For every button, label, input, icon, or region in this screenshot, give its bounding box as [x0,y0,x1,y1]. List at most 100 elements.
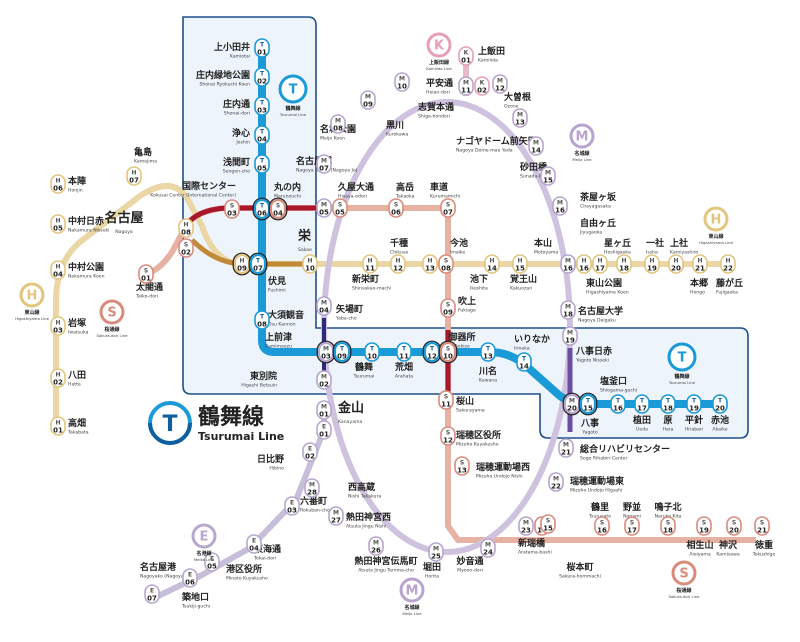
badge-gokiso-S10[interactable]: S10 [438,340,458,364]
badge-kawana-T13[interactable]: T13 [480,342,496,362]
badge-arahata-T11[interactable]: T11 [396,342,412,362]
badge-sakurayama-S11[interactable]: S11 [438,390,454,410]
badge-minato_kuyakusho-E05[interactable]: E05 [204,552,220,572]
badge-hisaya_odori-M05[interactable]: M05 [316,198,332,218]
badge-takabata-H01[interactable]: H01 [50,416,66,436]
badge-nakamura_koen-H04[interactable]: H04 [50,260,66,280]
badge-imaike-S08[interactable]: S08 [438,254,454,274]
badge-nonami-S17[interactable]: S17 [624,516,640,536]
badge-sogo_rehab-M21[interactable]: M21 [558,438,574,458]
badge-nagoya-H08[interactable]: H08 [178,218,194,238]
svg-text:21: 21 [561,449,571,457]
badge-tsurusato-S16[interactable]: S16 [594,516,610,536]
badge-iwatsuka-H03[interactable]: H03 [50,316,66,336]
badge-ozone-M12[interactable]: M12 [492,74,508,94]
badge-jingu_nishi2-M27[interactable]: M27 [328,506,344,526]
badge-shiyakusho-M08[interactable]: M08 [330,114,346,134]
badge-chayagasaka-M15[interactable]: M15 [540,166,556,186]
badge-kamejima-H07[interactable]: H07 [126,166,142,186]
badge-nagoyako-E07[interactable]: E07 [144,584,160,604]
badge-fushimi-T07[interactable]: T07 [248,252,268,276]
badge-fushimi-H09[interactable]: H09 [232,252,252,276]
badge-narumiko-S18[interactable]: S18 [660,516,676,536]
badge-horita-M25[interactable]: M25 [428,542,444,562]
badge-sengen_cho-T05[interactable]: T05 [254,154,270,174]
badge-kamiiida-K01[interactable]: K01 [458,46,474,66]
badge-myoon_dori-M24[interactable]: M24 [480,538,496,558]
badge-kamimaezu-M03[interactable]: M03 [316,340,336,364]
badge-honjin-H06[interactable]: H06 [50,174,66,194]
badge-ikeshita-H14[interactable]: H14 [484,254,500,274]
badge-irinaka-T14[interactable]: T14 [516,352,532,372]
badge-nagoya_dome-M13[interactable]: M13 [512,108,528,128]
badge-fukiage-S09[interactable]: S09 [440,298,456,318]
badge-nakamura_nisseki-H05[interactable]: H05 [50,214,66,234]
badge-kanayama-E01[interactable]: E01 [316,420,332,440]
badge-motoyama-H16[interactable]: H16 [576,254,592,274]
badge-yagoto_nisseki-M19[interactable]: M19 [562,326,578,346]
badge-taiko_dori-S01[interactable]: S01 [138,264,154,284]
badge-tsukiji_guchi-E06[interactable]: E06 [182,568,198,588]
badge-yabacho-M04[interactable]: M04 [316,296,332,316]
badge-motoyama-M16[interactable]: M16 [560,254,576,274]
badge-higashiyama_koen-H17[interactable]: H17 [592,254,608,274]
badge-marunouchi-T06[interactable]: T06 [252,197,272,221]
badge-mizuho_undojo_higashi-M22[interactable]: M22 [548,472,564,492]
badge-kamiyashiro-H20[interactable]: H20 [668,254,684,274]
badge-yagoto-M20[interactable]: M20 [562,392,582,416]
badge-rokuban_cho-E03[interactable]: E03 [284,496,300,516]
badge-shonai_dori-T03[interactable]: T03 [254,96,270,116]
badge-kamimaezu-T09[interactable]: T09 [332,340,352,364]
badge-kurokawa-M09[interactable]: M09 [360,90,376,110]
badge-marunouchi-S04[interactable]: S04 [268,197,288,221]
badge-issha-H19[interactable]: H19 [644,254,660,274]
badge-nagoya_jo-M07[interactable]: M07 [316,154,332,174]
badge-nagoya_daigaku-M18[interactable]: M18 [560,300,576,320]
badge-osu_kannon-T08[interactable]: T08 [254,310,270,330]
badge-ueda-T17[interactable]: T17 [634,394,650,414]
badge-hara-T18[interactable]: T18 [660,394,676,414]
badge-nagoya-S02[interactable]: S02 [178,238,194,258]
badge-aratama_bashi-M23[interactable]: M23 [518,516,534,536]
badge-shonai_ryokuchi-T02[interactable]: T02 [254,67,270,87]
svg-text:E: E [150,588,154,595]
badge-imaike-H13[interactable]: H13 [422,254,438,274]
badge-kamiotai-T01[interactable]: T01 [254,38,270,58]
badge-chikusa-H12[interactable]: H12 [390,254,406,274]
badge-hatta-H02[interactable]: H02 [50,368,66,388]
badge-hisaya_odori-S05[interactable]: S05 [332,198,348,218]
badge-kakuozan-H15[interactable]: H15 [512,254,528,274]
badge-sakae-H10[interactable]: H10 [302,254,318,274]
badge-heian_dori-M11[interactable]: M11 [458,76,474,96]
badge-akaike-T20[interactable]: T20 [712,394,728,414]
badge-kanayama-M01[interactable]: M01 [316,400,332,420]
badge-sakura_honmachi-S15[interactable]: S15 [540,514,556,534]
badge-fujigaoka-H22[interactable]: H22 [720,254,736,274]
badge-joshin-T04[interactable]: T04 [254,125,270,145]
badge-mizuho_kuyakusho-S12[interactable]: S12 [440,426,456,446]
badge-sunada_bashi-M14[interactable]: M14 [528,136,544,156]
badge-yagoto-T15[interactable]: T15 [578,392,598,416]
badge-tokai_dori-E04[interactable]: E04 [246,534,262,554]
badge-kurumamichi-S07[interactable]: S07 [440,198,456,218]
badge-jiyugaoka-M16[interactable]: M16 [552,196,568,216]
badge-shiga_hondori-M10[interactable]: M10 [394,72,410,92]
badge-kamisawa-S20[interactable]: S20 [726,516,742,536]
badge-shiogamaguchi-T16[interactable]: T16 [610,394,626,414]
badge-mizuho_undojo_nishi-S13[interactable]: S13 [454,456,470,476]
badge-takaoka-S06[interactable]: S06 [388,198,404,218]
badge-hirabari-T19[interactable]: T19 [686,394,702,414]
badge-shinsakae-H11[interactable]: H11 [362,254,378,274]
badge-gokiso-T12[interactable]: T12 [422,340,442,364]
badge-nishi_takakura-M28[interactable]: M28 [304,478,320,498]
badge-heian_dori-K02[interactable]: K02 [474,76,490,96]
badge-hongo-H21[interactable]: H21 [692,254,708,274]
badge-kokusai-S03[interactable]: S03 [224,199,240,219]
badge-aioiyama-S19[interactable]: S19 [696,516,712,536]
badge-hibino-E02[interactable]: E02 [302,442,318,462]
badge-jingu_nishi-M26[interactable]: M26 [368,536,384,556]
badge-hoshigaoka-H18[interactable]: H18 [616,254,632,274]
badge-tokushige-S21[interactable]: S21 [754,516,770,536]
badge-tsurumai-T10[interactable]: T10 [364,342,380,362]
badge-higashi_betsuin-M02[interactable]: M02 [316,370,332,390]
